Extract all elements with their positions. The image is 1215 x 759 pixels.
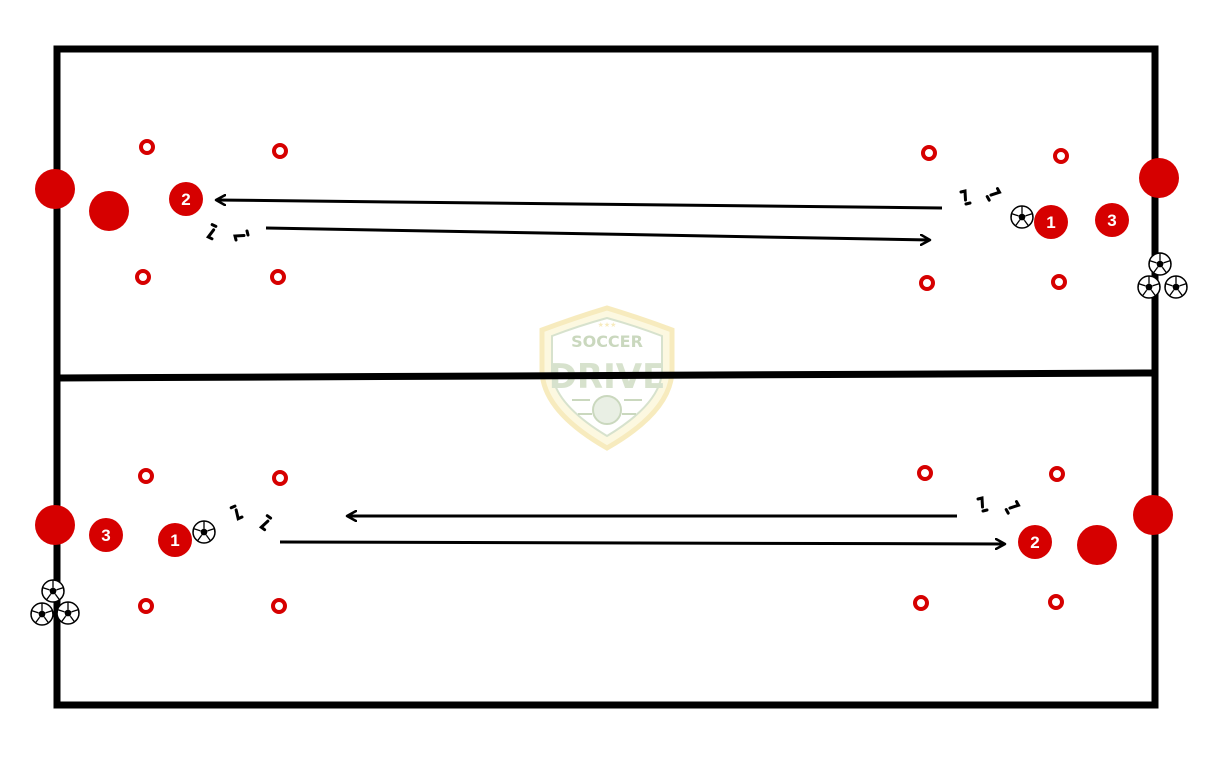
cone-icon [138, 468, 154, 484]
soccer-ball-icon [1010, 205, 1034, 229]
mannequin-icon [1133, 495, 1173, 535]
player-number: 3 [101, 526, 110, 545]
cone-icon [1048, 594, 1064, 610]
footsteps-icon [229, 503, 276, 532]
footsteps-icon [959, 186, 1003, 206]
cone-icon [135, 269, 151, 285]
cone-icon [917, 465, 933, 481]
player-number: 1 [170, 531, 179, 550]
run-arrow [265, 226, 930, 240]
soccer-ball-icon [1137, 275, 1161, 299]
field-divider-line [56, 369, 1156, 382]
watermark-stars: ★★★ [598, 321, 617, 329]
footsteps-icon [202, 222, 250, 242]
mannequin-icon [89, 191, 129, 231]
player-bottom-left-3: 3 [89, 518, 123, 552]
top-grid: 2 1 3 [35, 139, 1188, 299]
cone-icon [270, 269, 286, 285]
player-number: 1 [1046, 213, 1055, 232]
pass-arrow [216, 200, 943, 210]
soccer-ball-icon [56, 601, 80, 625]
watermark-line1: SOCCER [571, 332, 643, 351]
cone-icon [919, 275, 935, 291]
mannequin-icon [35, 505, 75, 545]
player-top-right-3: 3 [1095, 203, 1129, 237]
cone-icon [138, 598, 154, 614]
field [53, 45, 1159, 709]
soccer-ball-icon [1164, 275, 1188, 299]
cone-icon [1053, 148, 1069, 164]
mannequin-icon [35, 169, 75, 209]
cone-icon [1049, 466, 1065, 482]
watermark-logo: ★★★ SOCCER DRIVE [539, 305, 675, 451]
soccer-ball-icon [1148, 252, 1172, 276]
soccer-ball-icon [41, 579, 65, 603]
mannequin-icon [1077, 525, 1117, 565]
player-bottom-left-1: 1 [158, 523, 192, 557]
cone-icon [1051, 274, 1067, 290]
player-number: 2 [1030, 533, 1039, 552]
cone-icon [272, 143, 288, 159]
cone-icon [272, 470, 288, 486]
soccer-ball-icon [192, 520, 216, 544]
soccer-ball-shield-icon [592, 395, 622, 425]
footsteps-icon [976, 496, 1022, 515]
bottom-grid: 3 1 2 [30, 465, 1173, 626]
cone-icon [139, 139, 155, 155]
player-top-left: 2 [169, 182, 203, 216]
cone-icon [913, 595, 929, 611]
cone-icon [271, 598, 287, 614]
player-number: 2 [181, 190, 190, 209]
player-number: 3 [1107, 211, 1116, 230]
mannequin-icon [1139, 158, 1179, 198]
player-bottom-right: 2 [1018, 525, 1052, 559]
player-top-right-1: 1 [1034, 205, 1068, 239]
soccer-ball-icon [30, 602, 54, 626]
run-arrow [279, 542, 1005, 544]
cone-icon [921, 145, 937, 161]
